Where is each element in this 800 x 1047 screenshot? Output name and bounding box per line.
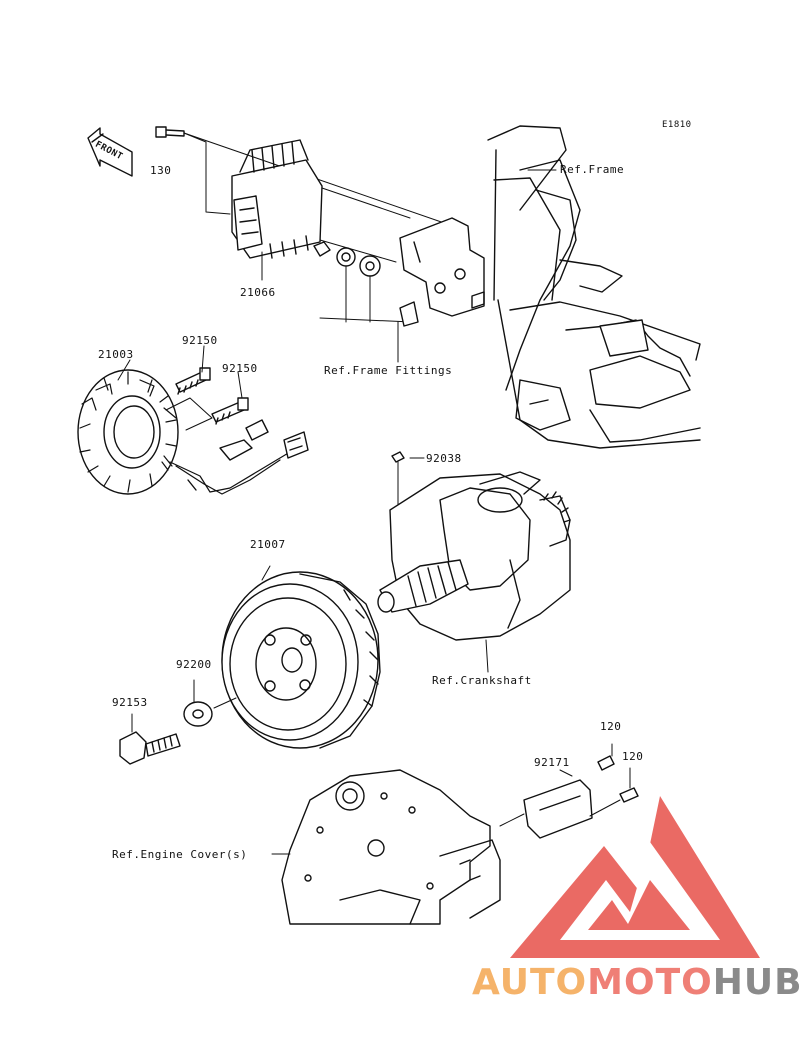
washer-92200	[183, 679, 237, 727]
part-92171-label: 92171	[534, 756, 570, 769]
ref-crankshaft-label: Ref.Crankshaft	[432, 674, 532, 687]
ref-engine-cover-label: Ref.Engine Cover(s)	[112, 848, 248, 861]
stator	[77, 369, 309, 495]
part-120-a-label: 120	[600, 720, 622, 733]
diagram-code: E1810	[662, 120, 692, 130]
bolt-92150-a	[175, 367, 211, 395]
part-92150-b-label: 92150	[222, 362, 258, 375]
frame	[487, 125, 701, 449]
rotor	[221, 565, 381, 749]
screw-120-b	[589, 767, 639, 817]
ref-frame-fittings-label: Ref.Frame Fittings	[324, 364, 453, 377]
crankshaft	[377, 471, 571, 641]
part-120-b-label: 120	[622, 750, 644, 763]
part-21066-label: 21066	[240, 286, 276, 299]
part-21003-label: 21003	[98, 348, 134, 361]
nut-washer	[313, 241, 413, 363]
part-92153-label: 92153	[112, 696, 148, 709]
ref-frame-label: Ref.Frame	[560, 163, 625, 176]
watermark-logo-icon	[510, 796, 760, 958]
watermark-brand: AUTOMOTOHUB	[472, 962, 800, 1003]
part-92200-label: 92200	[176, 658, 212, 671]
bolt-130	[155, 126, 185, 138]
part-21007-label: 21007	[250, 538, 286, 551]
watermark-hub: HUB	[712, 962, 800, 1003]
watermark-auto: AUTO	[472, 962, 588, 1003]
bolt-92150-b	[211, 397, 249, 425]
bracket	[399, 217, 485, 327]
regulator-rectifier	[231, 139, 323, 281]
screw-120-a	[597, 743, 615, 771]
front-arrow-icon	[87, 127, 133, 177]
part-92038-label: 92038	[426, 452, 462, 465]
rotor-bolt-92153	[119, 713, 181, 765]
watermark-moto: MOTO	[587, 962, 713, 1003]
engine-cover	[281, 769, 501, 925]
cover-plate-92171	[499, 769, 593, 839]
part-92150-a-label: 92150	[182, 334, 218, 347]
part-130-label: 130	[150, 164, 172, 177]
